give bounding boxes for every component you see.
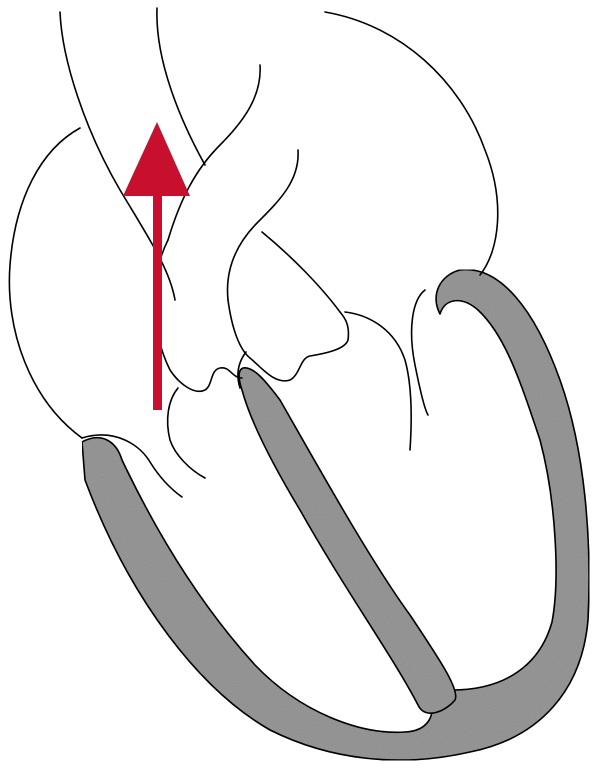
papillary-line [168, 388, 205, 478]
aorta-inner [168, 65, 260, 240]
valve-leaflet-1 [155, 240, 242, 391]
aorta-arch [325, 12, 498, 275]
pulmonary-trunk [228, 150, 299, 300]
arrow-shaft [153, 188, 162, 410]
left-atrium-lower [345, 312, 411, 450]
chordae-line [262, 232, 340, 312]
arrow-head [123, 122, 190, 196]
left-atrium-inner [412, 290, 428, 415]
right-atrium [9, 128, 82, 438]
red-arrow-up-icon [123, 122, 190, 410]
interventricular-septum [239, 368, 456, 713]
